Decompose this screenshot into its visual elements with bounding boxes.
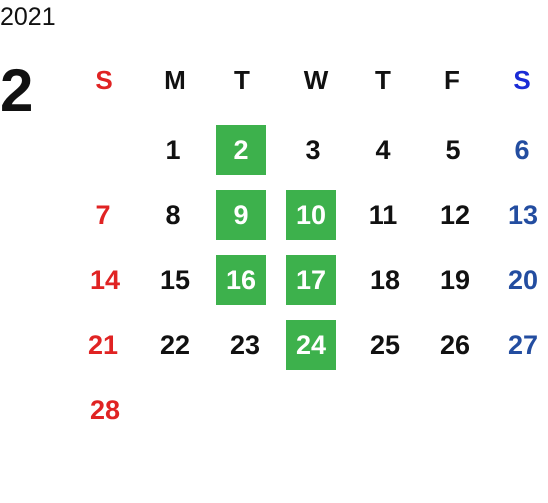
day-1[interactable]: 1 <box>165 134 181 165</box>
day-8[interactable]: 8 <box>165 199 181 230</box>
weekday-sunday: S <box>95 65 113 95</box>
weekday-thursday: T <box>375 65 391 95</box>
day-11[interactable]: 11 <box>368 199 398 230</box>
day-14[interactable]: 14 <box>89 264 121 295</box>
day-26[interactable]: 26 <box>439 329 471 360</box>
day-12[interactable]: 12 <box>439 199 471 230</box>
day-13[interactable]: 13 <box>507 199 539 230</box>
day-15[interactable]: 15 <box>159 264 191 295</box>
day-23[interactable]: 23 <box>229 329 261 360</box>
weekday-saturday: S <box>513 65 531 95</box>
day-5[interactable]: 5 <box>445 134 461 165</box>
day-21[interactable]: 21 <box>87 329 119 360</box>
day-16[interactable]: 16 <box>216 255 266 305</box>
day-6[interactable]: 6 <box>514 134 530 165</box>
weekday-friday: F <box>444 65 460 95</box>
day-20[interactable]: 20 <box>507 264 539 295</box>
day-2[interactable]: 2 <box>216 125 266 175</box>
day-9[interactable]: 9 <box>216 190 266 240</box>
day-25[interactable]: 25 <box>369 329 401 360</box>
day-19[interactable]: 19 <box>439 264 471 295</box>
weekday-tuesday: T <box>234 65 250 95</box>
day-18[interactable]: 18 <box>369 264 401 295</box>
day-3[interactable]: 3 <box>305 134 321 165</box>
day-27[interactable]: 27 <box>507 329 539 360</box>
day-7[interactable]: 7 <box>95 199 111 230</box>
day-22[interactable]: 22 <box>159 329 191 360</box>
weekday-wednesday: W <box>303 65 329 95</box>
day-17[interactable]: 17 <box>286 255 336 305</box>
month-number: 2 <box>0 57 34 124</box>
day-24[interactable]: 24 <box>286 320 336 370</box>
day-4[interactable]: 4 <box>375 134 391 165</box>
day-10[interactable]: 10 <box>286 190 336 240</box>
weekday-monday: M <box>164 65 186 95</box>
day-28[interactable]: 28 <box>89 394 121 425</box>
year-label: 2021 <box>0 3 56 31</box>
